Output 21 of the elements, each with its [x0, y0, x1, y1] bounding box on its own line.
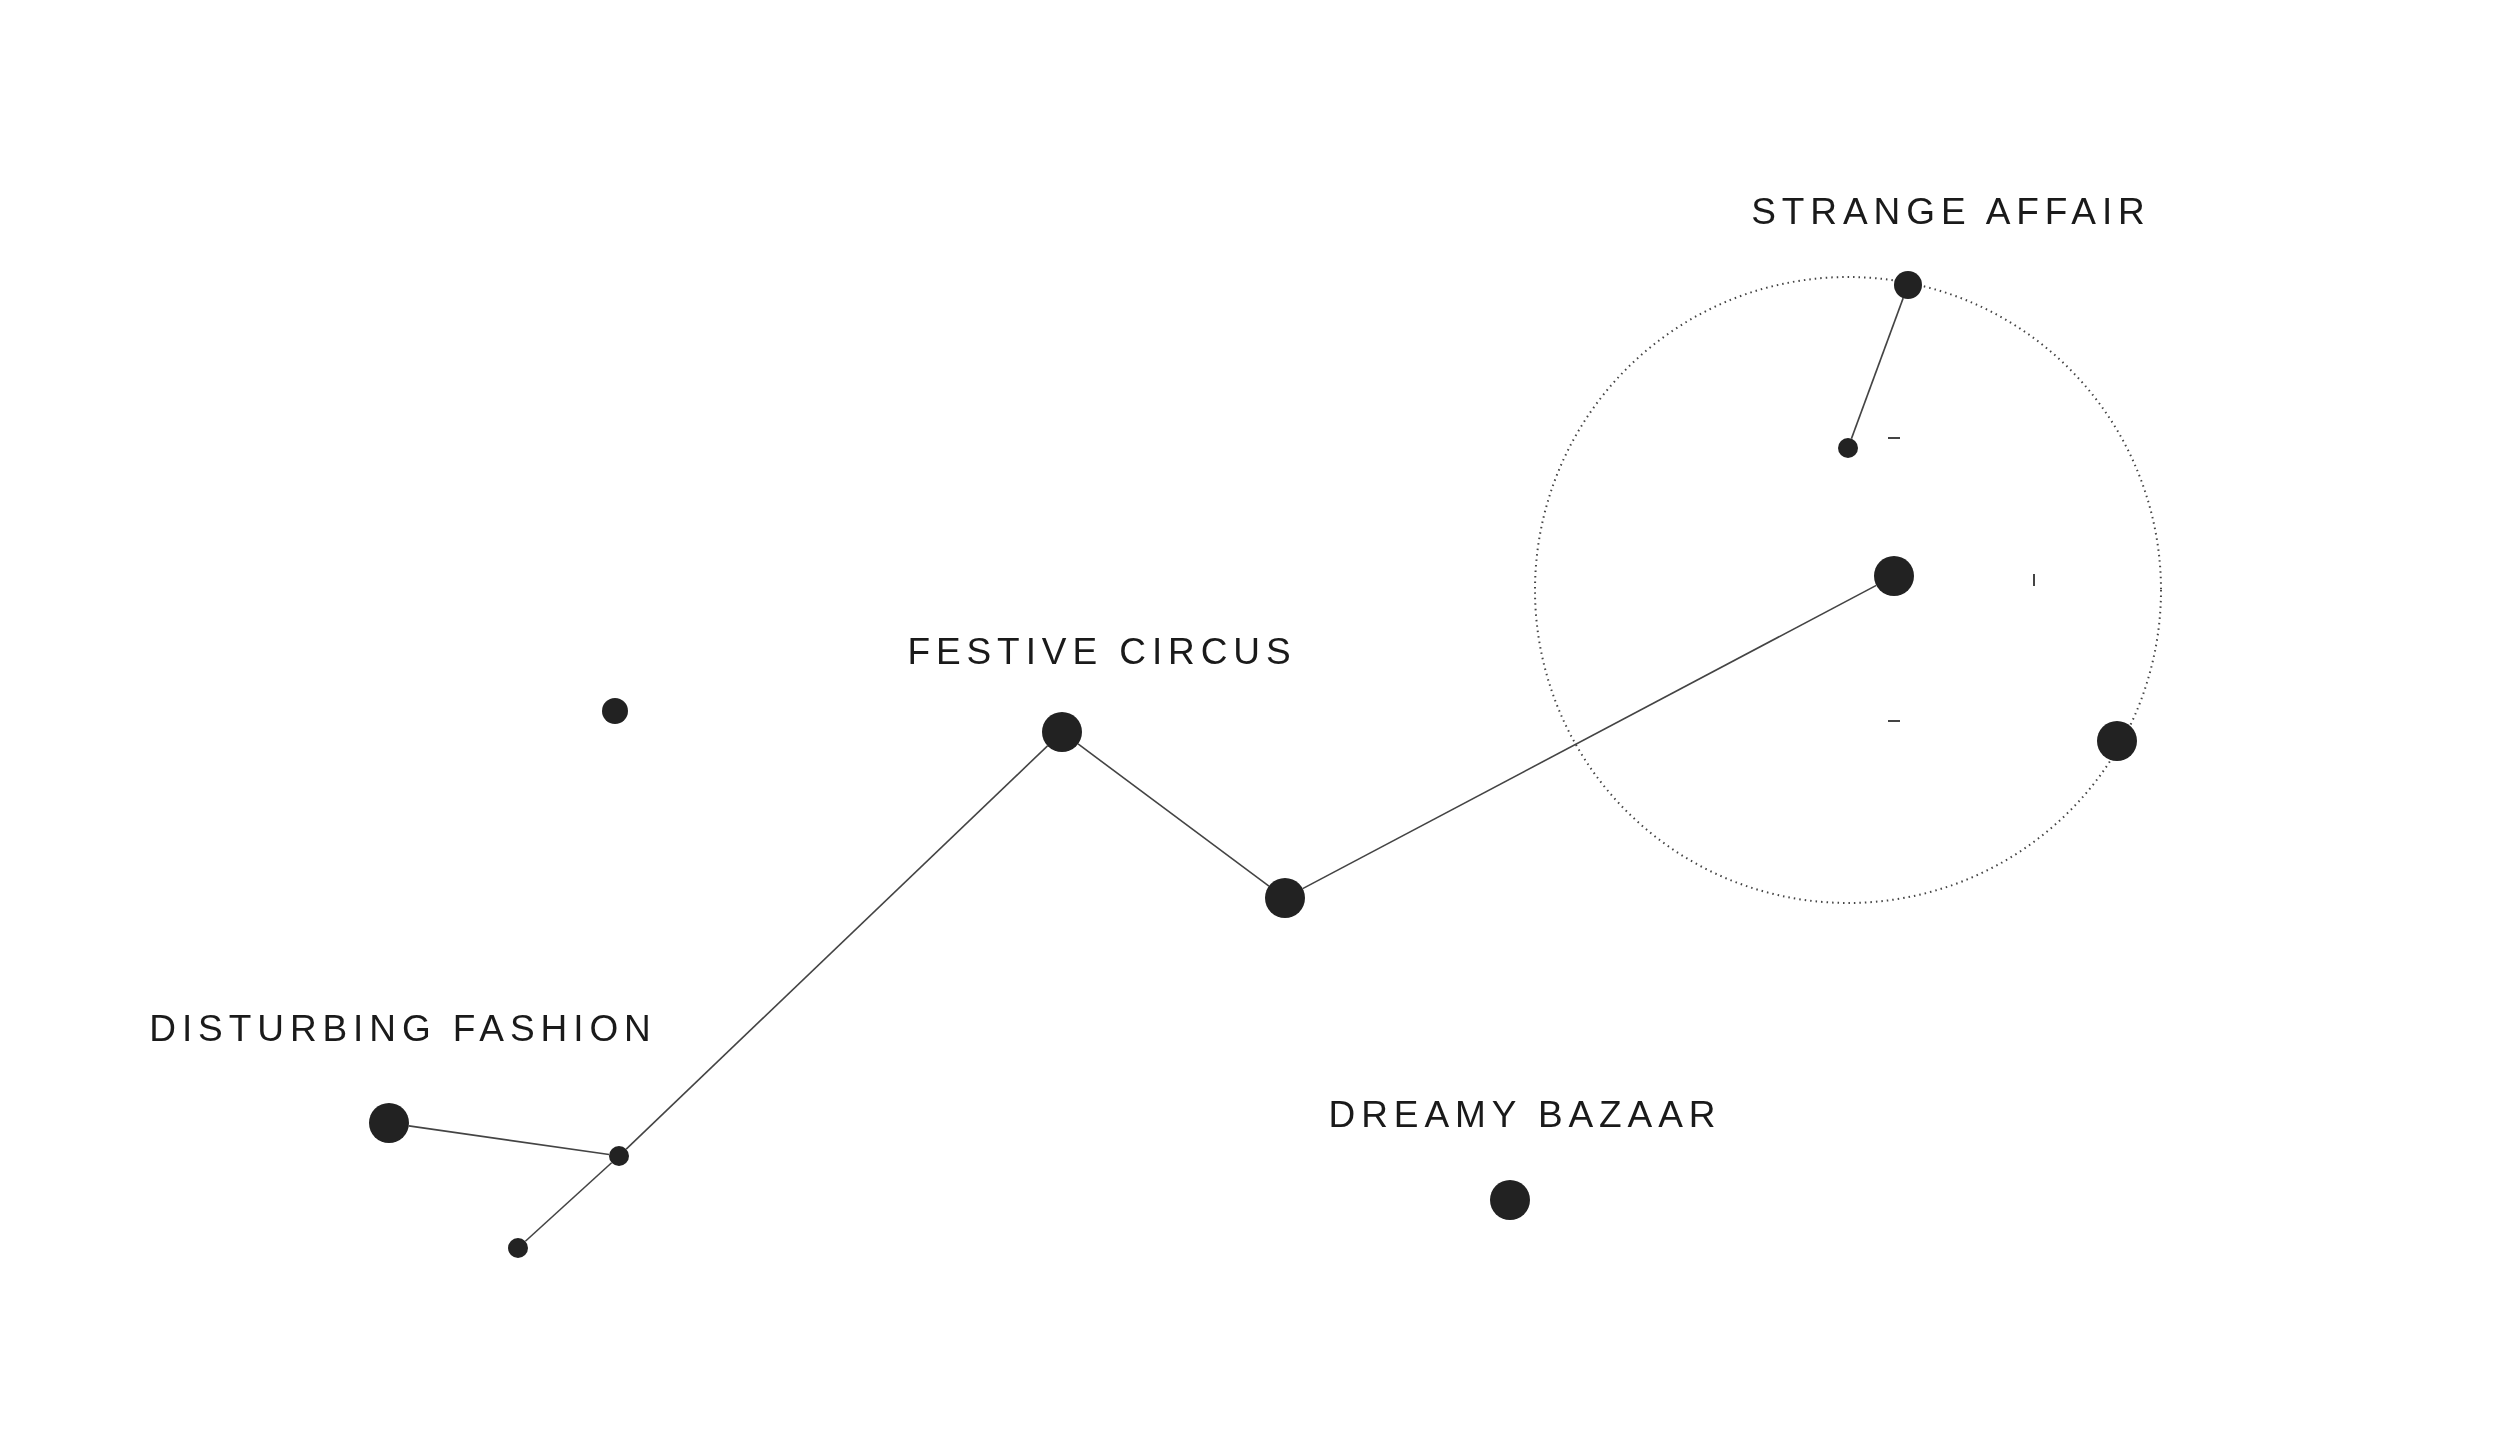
constellation-name: DISTURBING FASHION — [149, 1010, 657, 1047]
star-dot — [1490, 1180, 1530, 1220]
constellation-name: STRANGE AFFAIR — [1751, 193, 2151, 230]
constellation-name: FESTIVE CIRCUS — [907, 633, 1297, 670]
constellation-name: DREAMY BAZAAR — [1328, 1096, 1722, 1133]
star-dot — [1874, 556, 1914, 596]
star-dot — [1894, 271, 1922, 299]
star-dot — [1265, 878, 1305, 918]
star-dot — [2097, 721, 2137, 761]
star-dot — [1838, 438, 1858, 458]
connecting-line — [1301, 584, 1878, 890]
connecting-line — [1850, 297, 1904, 440]
connecting-line — [408, 1125, 610, 1156]
star-dot — [609, 1146, 629, 1166]
star-dot — [602, 698, 628, 724]
star-dot — [1042, 712, 1082, 752]
connecting-line — [524, 1161, 613, 1243]
star-dot — [369, 1103, 409, 1143]
star-dot — [508, 1238, 528, 1258]
connecting-line — [1077, 743, 1270, 887]
connecting-line — [625, 745, 1049, 1150]
